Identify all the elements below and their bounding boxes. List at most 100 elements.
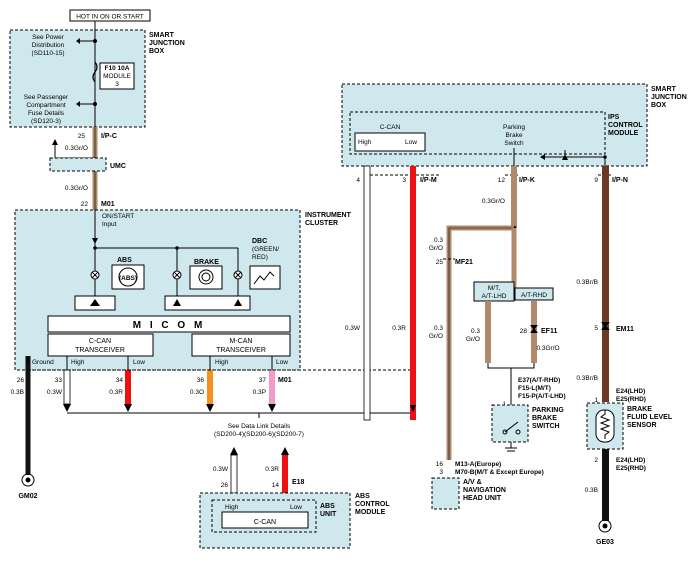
pin-22: 22	[81, 201, 89, 208]
driver-triangle-icon	[234, 299, 242, 306]
sensor-coil-icon	[599, 410, 611, 439]
wire-03-e: 0.3	[434, 325, 443, 332]
abs-title-2: CONTROL	[355, 501, 390, 508]
ground-icon	[21, 473, 35, 487]
mt-lhd-box	[473, 281, 515, 302]
sjb-left-title-1: SMART	[149, 32, 175, 39]
ge03-label: GE03	[596, 539, 614, 546]
brake-dbc-driver-box	[164, 295, 251, 311]
fuse-icon	[92, 61, 98, 83]
see-power-3: (SD110-15)	[31, 50, 64, 57]
dbc-symbol-icon	[253, 271, 275, 285]
pin-12: 12	[498, 177, 506, 184]
fuse-module: MODULE	[103, 73, 131, 80]
pin-1b: 1	[594, 397, 598, 404]
low-label-b: Low	[276, 359, 288, 366]
abs-low: Low	[290, 504, 302, 511]
pin-3: 3	[402, 177, 406, 184]
ips-ccan: C-CAN	[380, 124, 401, 131]
ips-title-2: CONTROL	[608, 122, 643, 129]
av-head-unit-box	[431, 477, 460, 510]
wire-white-ips-high	[363, 165, 371, 421]
connector-m01-a: M01	[101, 201, 115, 208]
brake-indicator-box	[189, 265, 223, 290]
connector-ipc: I/P-C	[101, 133, 117, 140]
pin-34: 34	[116, 377, 124, 384]
mcan-1: M-CAN	[230, 338, 253, 345]
bfl-2: FLUID LEVEL	[627, 414, 673, 421]
arrow-down-icon	[410, 405, 416, 412]
ground-icon	[598, 519, 612, 533]
lamp-cross	[234, 271, 242, 279]
ips-low: Low	[405, 139, 417, 146]
sjb-left-title-2: JUNCTION	[149, 40, 185, 47]
pin-26b: 26	[221, 482, 229, 489]
wire-gro-e: Gr/O	[429, 333, 443, 340]
see-power-1: See Power	[32, 34, 65, 41]
fuse-rating: F10 10A	[105, 65, 130, 72]
connector-e24-lhd-b: E24(LHD)	[616, 457, 645, 464]
wire-br-b-sensor	[602, 166, 609, 402]
arrow-down-icon	[268, 404, 276, 412]
sjb-left-title-3: BOX	[149, 48, 165, 55]
wire-03p: 0.3P	[253, 389, 266, 396]
ips-high: High	[358, 139, 372, 146]
arrow-down-icon	[601, 322, 610, 327]
see-pass-3: Fuse Details	[28, 110, 65, 117]
dbc-indicator-box	[249, 265, 281, 290]
micom-box	[47, 315, 291, 333]
see-pass-4: (SD120-3)	[31, 118, 61, 125]
wire-gro-d: Gr/O	[429, 245, 443, 252]
pin-16: 16	[436, 461, 444, 468]
hot-in-label: HOT IN ON OR START	[76, 14, 144, 21]
brake-lamp-label: BRAKE	[194, 259, 219, 266]
wire-white-ccan-high	[63, 369, 71, 405]
av-1: A/V &	[463, 479, 482, 486]
wire-03r-b: 0.3R	[265, 466, 279, 473]
pin-37: 37	[259, 377, 267, 384]
connector-e37: E37(A/T-RHD)	[518, 377, 560, 384]
bfl-1: BRAKE	[627, 406, 652, 413]
switch-blade-icon	[504, 421, 519, 433]
wire-03-d: 0.3	[434, 237, 443, 244]
pin-25r: 25	[436, 259, 444, 266]
pin-25: 25	[78, 133, 86, 140]
arrow-icon	[540, 154, 545, 160]
abs-unit-1: ABS	[320, 503, 335, 510]
mt-2: A/T-LHD	[482, 293, 507, 300]
mcan-transceiver-box	[191, 333, 291, 357]
ic-title-1: INSTRUMENT	[305, 212, 352, 219]
wire-black-sensor-ground	[602, 449, 609, 521]
wire-gr-o-mt	[485, 301, 491, 363]
pin-9: 9	[594, 177, 598, 184]
arrow-down-icon	[63, 404, 71, 412]
wire-03w-c: 0.3W	[345, 325, 361, 332]
connector-ef11: EF11	[541, 328, 557, 335]
abs-title-3: MODULE	[355, 509, 386, 516]
abs-lamp-label: ABS	[117, 257, 132, 264]
driver-triangle-icon	[90, 299, 100, 306]
arrow-up-icon	[230, 447, 238, 455]
pin-36: 36	[197, 377, 205, 384]
pin-14: 14	[272, 482, 280, 489]
mcan-2: TRANSCEIVER	[216, 347, 266, 354]
see-power-2: Distribution	[32, 42, 65, 49]
ccan-transceiver-box	[47, 333, 154, 357]
ground-icon-core	[25, 477, 31, 483]
pbs-2: Brake	[506, 132, 523, 139]
abs-ccan: C-CAN	[254, 519, 276, 526]
pbsw-2: BRAKE	[532, 415, 557, 422]
pin-26: 26	[17, 377, 25, 384]
on-start-2: Input	[102, 221, 117, 228]
pbsw-1: PARKING	[532, 407, 564, 414]
ic-title-2: CLUSTER	[305, 220, 338, 227]
pin-33: 33	[55, 377, 63, 384]
wire-gro-g: Gr/O	[466, 336, 480, 343]
ips-ccan-box	[354, 132, 426, 152]
see-pass-2: Compartment	[26, 102, 66, 109]
connector-e24-lhd-a: E24(LHD)	[616, 388, 645, 395]
pin-28: 28	[520, 328, 528, 335]
see-data-1: See Data Link Details	[228, 423, 291, 430]
